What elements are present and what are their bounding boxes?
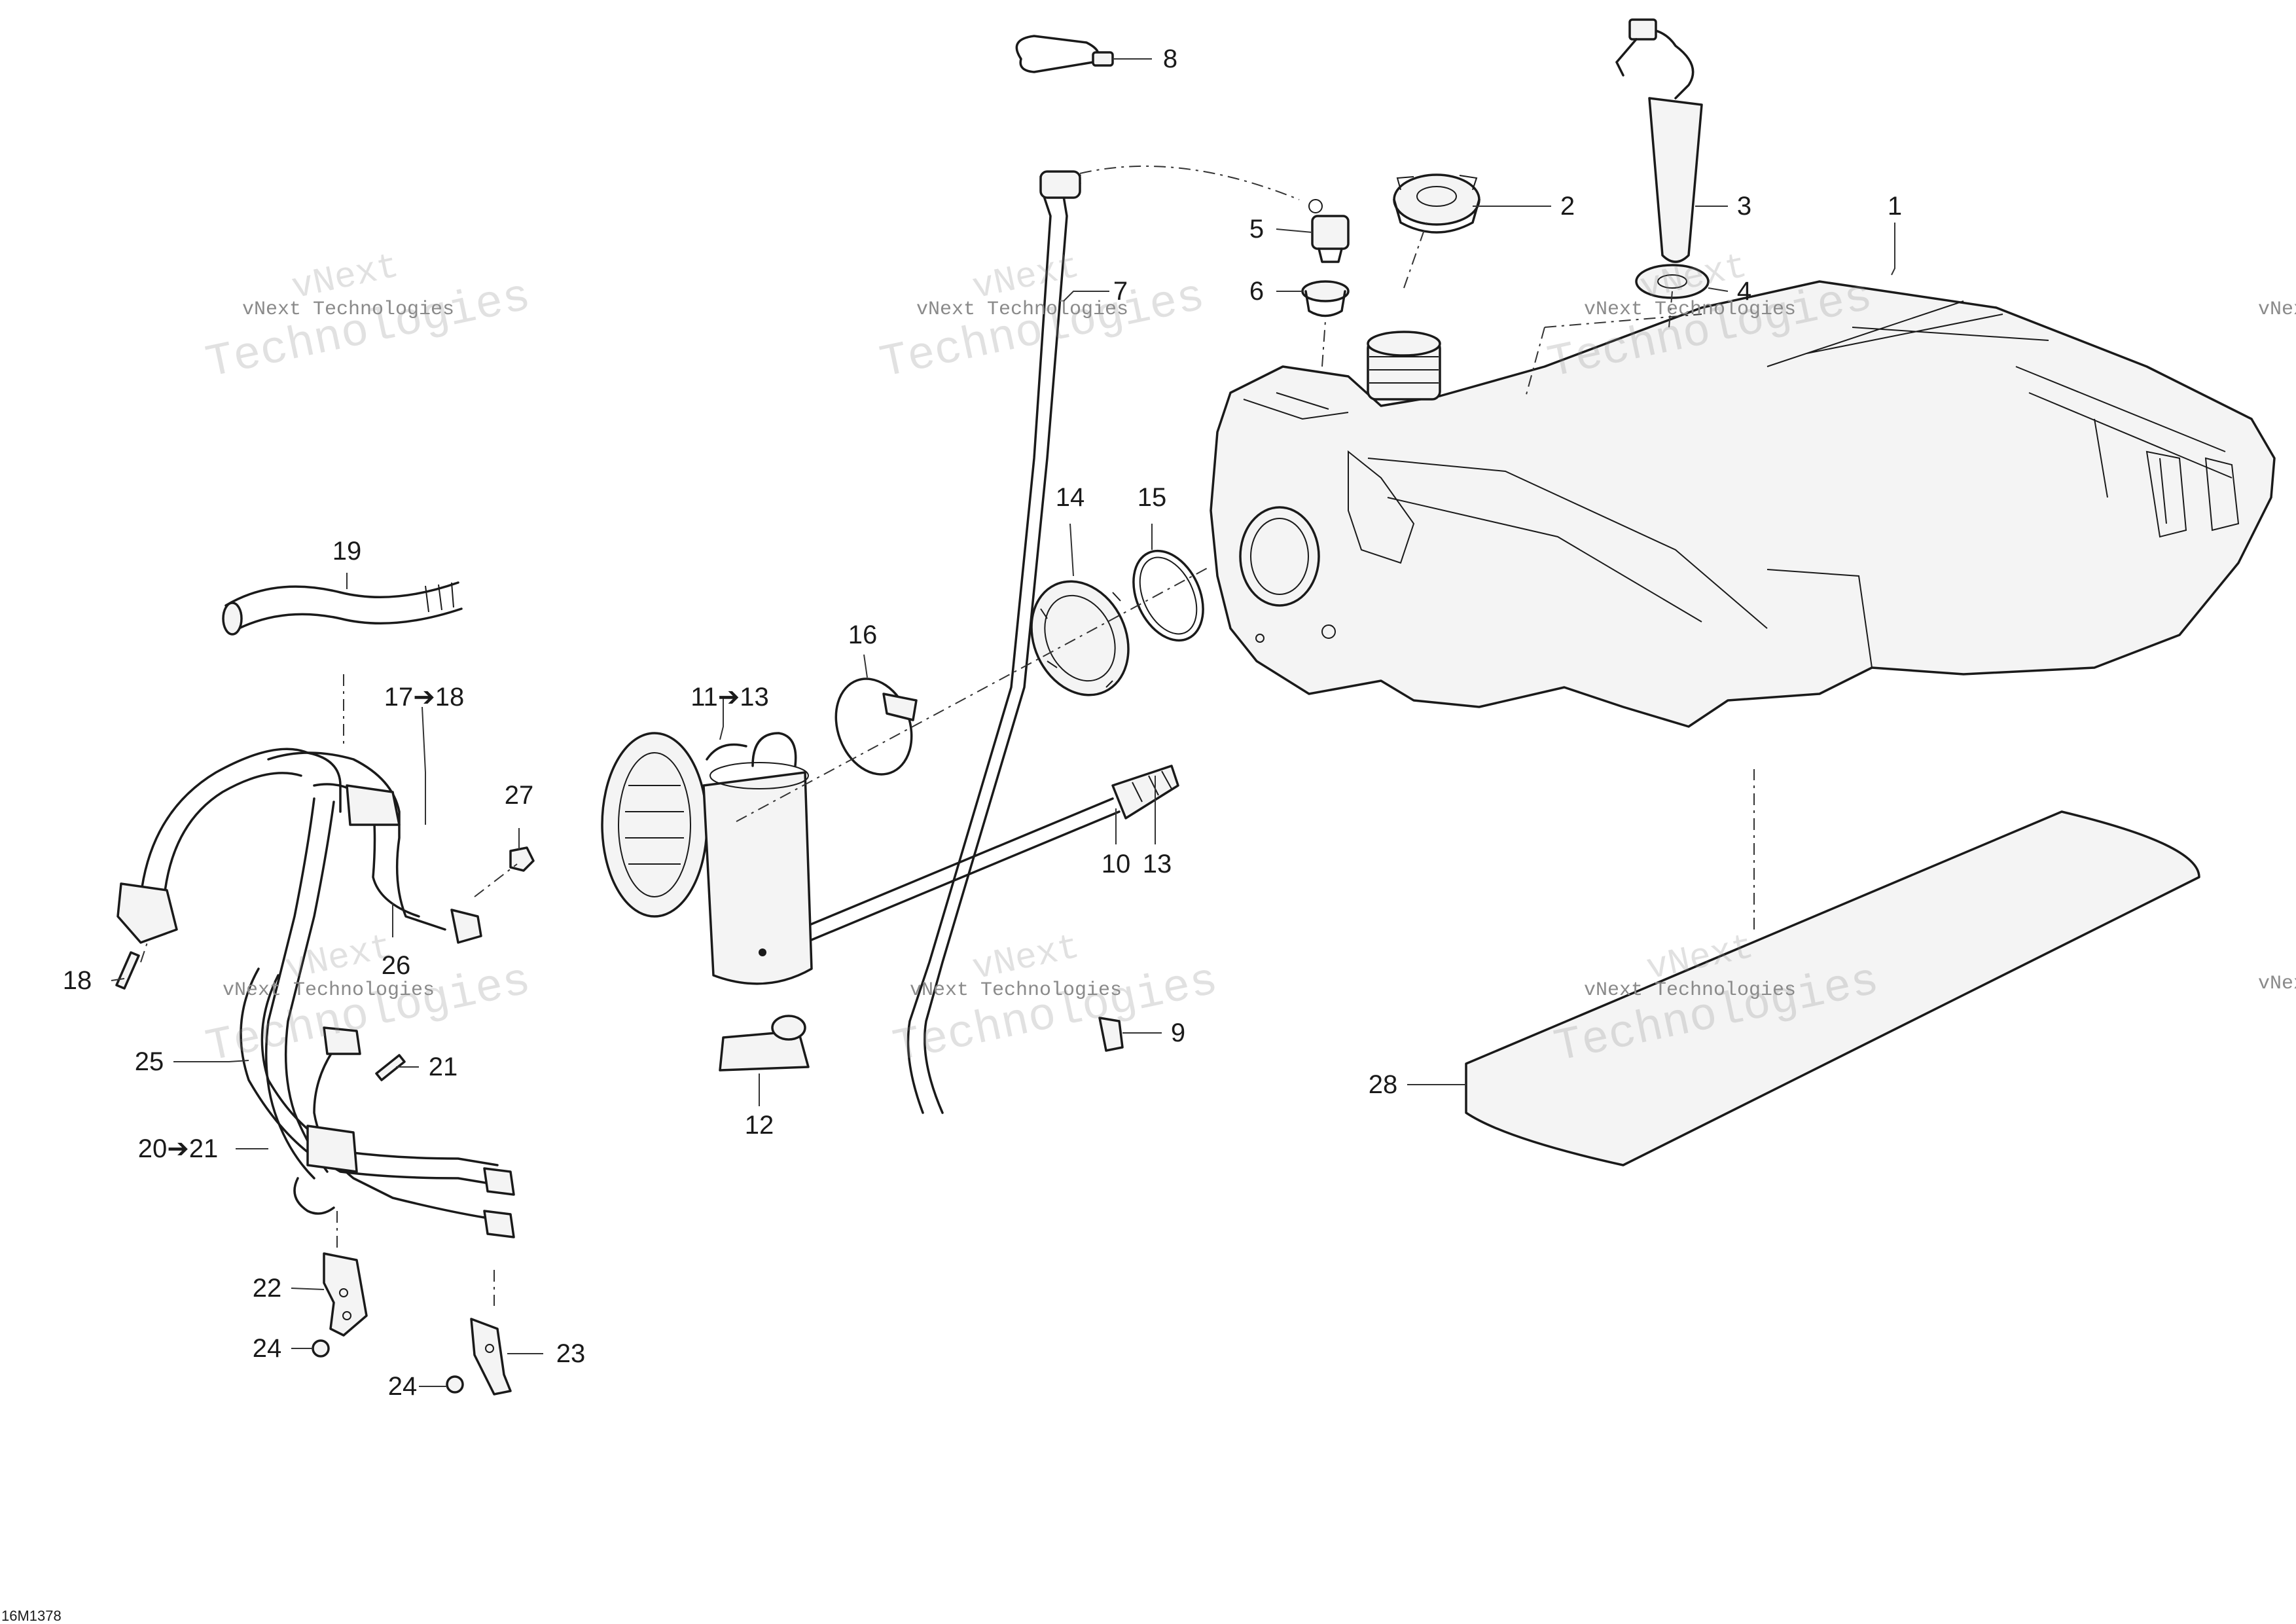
fuel-level-sensor: [1615, 18, 1703, 263]
rollover-valve: [1308, 199, 1350, 263]
locking-ring: [1030, 580, 1130, 696]
fuel-cap: [1393, 173, 1480, 234]
watermark-text: vNext Technologies: [910, 979, 1122, 1001]
callout-23: 23: [556, 1339, 586, 1368]
callout-24b: 24: [388, 1372, 418, 1401]
o-ring: [1132, 549, 1204, 642]
callout-26: 26: [382, 951, 411, 980]
callout-27: 27: [505, 781, 534, 810]
callout-leaders: [111, 58, 1895, 1387]
callout-9: 9: [1171, 1019, 1185, 1047]
watermark-text: vNext Technologies: [1584, 979, 1796, 1001]
hose-clamp-16: [834, 677, 918, 776]
assembly-lines: [140, 222, 1755, 1306]
tank-pad: [1465, 810, 2200, 1166]
fuel-filter: [719, 1015, 810, 1072]
hose-clip-9: [1098, 1017, 1124, 1052]
filler-neck: [1367, 331, 1441, 401]
callout-17-18: 17➔18: [384, 683, 465, 712]
callout-24a: 24: [253, 1334, 282, 1363]
clip-18: [115, 951, 140, 990]
callout-11-13: 11➔13: [691, 683, 769, 712]
watermark-text: vNext Technologies: [242, 298, 454, 321]
fuel-hose-assembly-17: [117, 748, 482, 1180]
watermark-text: vNext: [2258, 973, 2296, 995]
bolt-24a: [312, 1339, 330, 1358]
callout-2: 2: [1560, 192, 1575, 221]
callout-22: 22: [253, 1274, 282, 1303]
callout-1: 1: [1888, 192, 1902, 221]
callout-14: 14: [1056, 483, 1085, 512]
callout-28: 28: [1369, 1070, 1398, 1099]
callout-8: 8: [1163, 45, 1177, 73]
nut-27: [509, 846, 535, 872]
callout-6: 6: [1249, 277, 1264, 306]
fuel-pump-module: [601, 732, 813, 985]
callout-5: 5: [1249, 215, 1264, 244]
callout-10: 10: [1102, 850, 1131, 878]
callout-labels: 1 2 3 4 5 6 7 8 9 10 11➔13 12 13 14 15 1…: [63, 45, 1902, 1401]
watermark-text: vNext: [2258, 298, 2296, 321]
watermark-text: vNext Technologies: [916, 298, 1128, 321]
fuel-line-10: [797, 765, 1179, 944]
bolt-24b: [446, 1375, 464, 1394]
watermark-text: Technologies: [202, 955, 535, 1074]
callout-16: 16: [848, 621, 878, 649]
callout-12: 12: [745, 1111, 774, 1140]
watermark-text: vNext Technologies: [223, 979, 435, 1001]
callout-4: 4: [1737, 277, 1751, 306]
callout-15: 15: [1138, 483, 1167, 512]
hose-19: [222, 581, 463, 636]
callout-21: 21: [429, 1053, 458, 1081]
callout-25: 25: [135, 1047, 164, 1076]
watermark-text: vNext Technologies: [1584, 298, 1796, 321]
hose-clamp-8: [1015, 35, 1114, 73]
vent-hose: [906, 165, 1300, 1114]
callout-13: 13: [1143, 850, 1172, 878]
bracket-22: [323, 1252, 368, 1337]
callout-3: 3: [1737, 192, 1751, 221]
clip-21: [375, 1054, 406, 1081]
callout-18: 18: [63, 966, 92, 995]
callout-7: 7: [1113, 277, 1128, 306]
document-reference: 16M1378: [1, 1608, 62, 1624]
callout-20-21: 20➔21: [138, 1134, 219, 1163]
bracket-23: [470, 1318, 512, 1396]
callout-19: 19: [332, 537, 362, 566]
fuel-tank: [1210, 280, 2276, 728]
valve-grommet: [1301, 280, 1350, 317]
fuel-hose-assembly-25: [240, 967, 515, 1238]
